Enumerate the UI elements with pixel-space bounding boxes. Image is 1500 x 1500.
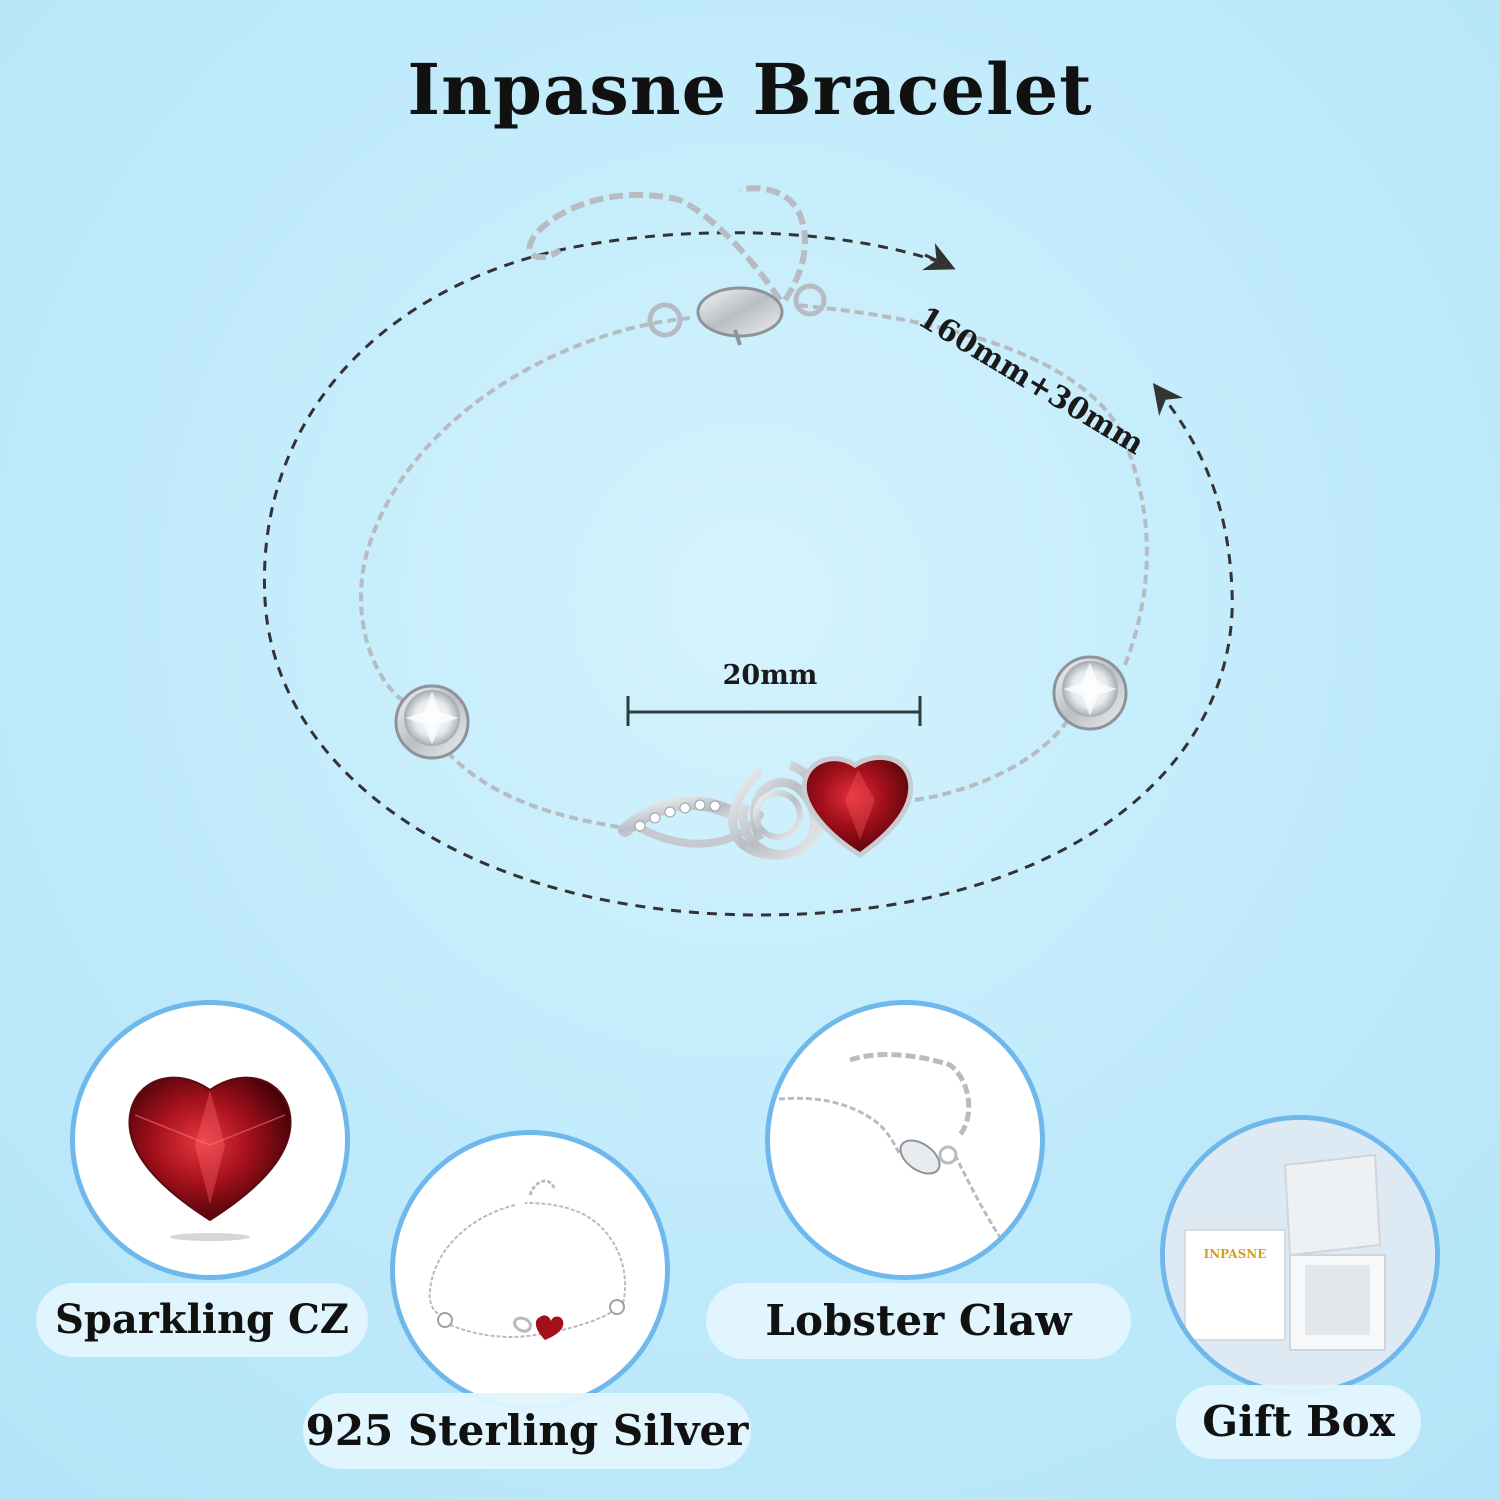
- length-arrow-start: [922, 243, 956, 271]
- mini-bracelet-icon: [428, 1179, 627, 1338]
- feature-circle-giftbox: INPASNE: [1160, 1115, 1440, 1395]
- feature-label-giftbox: Gift Box: [1176, 1385, 1421, 1459]
- garnet-heart-closeup-icon: [128, 1076, 292, 1241]
- gift-box-icon: INPASNE: [1184, 1153, 1386, 1351]
- feature-label-clasp: Lobster Claw: [706, 1283, 1131, 1359]
- page-title: Inpasne Bracelet: [407, 48, 1093, 131]
- feature-label-silver: 925 Sterling Silver: [303, 1393, 751, 1469]
- feature-circle-clasp: [765, 1000, 1045, 1280]
- width-dimension-label: 20mm: [722, 660, 818, 691]
- feature-circle-silver: [390, 1130, 670, 1410]
- cz-stone-left: [394, 684, 470, 760]
- lobster-claw-closeup-icon: [770, 1052, 1007, 1246]
- lobster-clasp: [647, 283, 827, 346]
- feature-label-cz: Sparkling CZ: [36, 1283, 368, 1357]
- cz-stone-right: [1052, 655, 1128, 731]
- gift-box-brand-text: INPASNE: [1204, 1247, 1267, 1261]
- bracelet-chain: [359, 185, 1149, 830]
- width-measure-bar: [626, 696, 922, 726]
- length-measure-ring: [262, 231, 1234, 917]
- garnet-heart-stone: [801, 755, 914, 859]
- feature-circle-cz: [70, 1000, 350, 1280]
